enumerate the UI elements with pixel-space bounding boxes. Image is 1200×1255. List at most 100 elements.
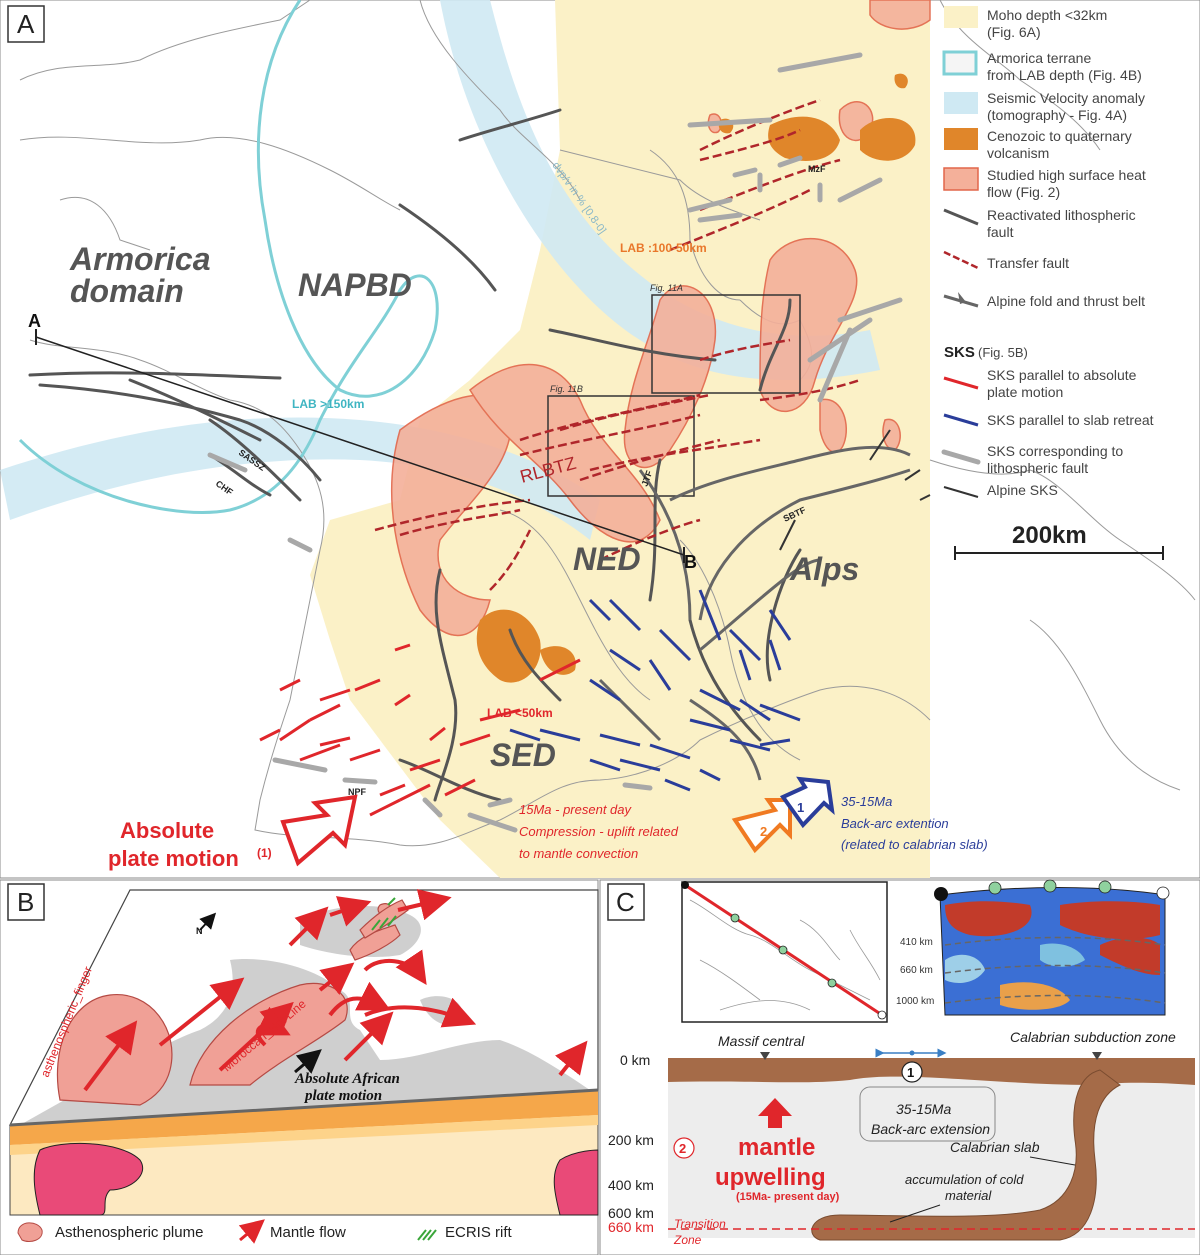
legend-flow: Mantle flow <box>270 1224 346 1241</box>
legend-heat-1: Studied high surface heat <box>987 167 1146 183</box>
backarc-label-1: 35-15Ma <box>896 1101 951 1117</box>
sks-slab-retreat <box>509 589 801 792</box>
legend-volcanism-1: Cenozoic to quaternary <box>987 128 1132 144</box>
backarc-box <box>859 1086 996 1142</box>
legend-ecris: ECRIS rift <box>445 1224 513 1241</box>
c-depth-660: 660 km <box>608 1219 654 1235</box>
section-b-label: B <box>684 552 697 572</box>
phase1-arrow <box>779 776 835 829</box>
legend-sks-abs-2: plate motion <box>987 384 1063 400</box>
african-motion-arrow <box>294 1049 322 1074</box>
legend-litho-2: fault <box>987 224 1014 240</box>
accum-label-1: accumulation of cold <box>905 1172 1024 1187</box>
plume-section-left <box>33 1143 143 1216</box>
transition-label-2: Zone <box>673 1233 702 1247</box>
legend-flow-icon <box>238 1219 265 1244</box>
mantle-flow-arrows <box>83 889 588 1092</box>
ecris-rift <box>371 897 397 931</box>
legend-plume-icon <box>17 1222 43 1243</box>
lithospheric-faults <box>28 108 802 802</box>
sks-lithospheric <box>207 52 903 833</box>
legend-sks-slab: SKS parallel to slab retreat <box>987 412 1154 428</box>
absolute-motion-ref: (1) <box>257 846 272 860</box>
absolute-motion-label-2: plate motion <box>108 846 239 871</box>
legend-heat-2: flow (Fig. 2) <box>987 184 1060 200</box>
fig11a-label: Fig. 11A <box>650 283 683 293</box>
slab-label: Calabrian slab <box>950 1139 1040 1155</box>
section-lithosphere <box>668 1058 1195 1085</box>
absolute-motion-arrow <box>280 794 358 867</box>
panel-a-letter: A <box>17 9 35 39</box>
sks-absolute <box>259 643 581 817</box>
backarc-label-2: Back-arc extension <box>871 1121 990 1137</box>
legend-sks-abs-1: SKS parallel to absolute <box>987 367 1137 383</box>
sed-label: SED <box>490 737 556 773</box>
panel-b: asthenospheric_finger Moroccan_Hot Line … <box>0 879 599 1255</box>
legend-litho-1: Reactivated lithospheric <box>987 207 1136 223</box>
legend-ecris-icon <box>417 1229 437 1241</box>
c-depth-600: 600 km <box>608 1205 654 1221</box>
c-depth-0: 0 km <box>620 1052 650 1068</box>
phase2-text-1: 15Ma - present day <box>519 802 633 817</box>
accum-label-2: material <box>945 1188 992 1203</box>
panel-a: A B Armorica domain NAPBD NED SED Alps L… <box>0 0 1200 879</box>
phase2-text-3: to mantle convection <box>519 846 638 861</box>
c-depth-200: 200 km <box>608 1132 654 1148</box>
tomo-depth-410: 410 km <box>900 937 933 948</box>
calabrian-zone-label: Calabrian subduction zone <box>1010 1029 1176 1045</box>
tomo-depth-1000: 1000 km <box>896 996 934 1007</box>
calabrian-slab <box>811 1069 1121 1241</box>
upwelling-time: (15Ma- present day) <box>736 1191 840 1203</box>
legend-seismic-2: (tomography - Fig. 4A) <box>987 107 1127 123</box>
massif-label: Massif central <box>718 1033 805 1049</box>
phase1-text-1: 35-15Ma <box>841 794 892 809</box>
c-num2: 2 <box>679 1141 686 1156</box>
legend-plume: Asthenospheric plume <box>55 1224 203 1241</box>
mantle-label: mantle <box>738 1134 815 1161</box>
legend-sks-alpine: Alpine SKS <box>987 482 1058 498</box>
phase1-text-3: (related to calabrian slab) <box>841 837 988 852</box>
lab-50-label: LAB <50km <box>487 706 553 720</box>
calabrian-marker <box>1092 1052 1102 1060</box>
legend-sks-head-ref: (Fig. 5B) <box>978 345 1028 360</box>
phase2-arrow <box>731 798 792 854</box>
legend: Moho depth <32km (Fig. 6A) Armorica terr… <box>941 6 1164 560</box>
lab-100-50-label: LAB :100-50km <box>620 241 707 255</box>
c-num1: 1 <box>907 1065 914 1080</box>
alps-label: Alps <box>789 551 859 587</box>
phase1-text-2: Back-arc extention <box>841 816 949 831</box>
section-a-label: A <box>28 311 41 331</box>
african-label-1: Absolute African <box>294 1071 400 1087</box>
legend-seismic-1: Seismic Velocity anomaly <box>987 90 1145 106</box>
armorica-domain-label: Armorica <box>69 241 211 277</box>
panel-c: 410 km 660 km 1000 km 1 0 km 200 km 400 … <box>599 879 1200 1255</box>
legend-armorica-1: Armorica terrane <box>987 50 1091 66</box>
upwelling-label: upwelling <box>715 1164 826 1191</box>
absolute-motion-label: Absolute <box>120 818 214 843</box>
phase2-text-2: Compression - uplift related <box>519 824 679 839</box>
legend-sks-head: SKS <box>944 344 975 361</box>
mzf-label: MzF <box>808 164 826 174</box>
cross-section-line <box>35 336 685 556</box>
legend-volcanism-2: volcanism <box>987 145 1049 161</box>
plume-section-right <box>553 1149 599 1216</box>
fig11a-box <box>651 294 801 394</box>
c-depth-400: 400 km <box>608 1177 654 1193</box>
legend-transfer: Transfer fault <box>987 255 1069 271</box>
legend-alpine-fold: Alpine fold and thrust belt <box>987 293 1145 309</box>
ned-label: NED <box>573 541 641 577</box>
sks-alpine <box>779 429 931 551</box>
massif-marker <box>760 1052 770 1060</box>
panel-b-letter: B <box>17 887 34 917</box>
heat-flow-areas <box>390 0 931 637</box>
tomo-depth-660: 660 km <box>900 965 933 976</box>
napbd-label: NAPBD <box>298 267 412 303</box>
legend-moho-1: Moho depth <32km <box>987 7 1107 23</box>
transition-label-1: Transition <box>674 1217 726 1231</box>
phase1-number: 1 <box>797 800 804 815</box>
legend-armorica-2: from LAB depth (Fig. 4B) <box>987 67 1142 83</box>
upwelling-arrow <box>758 1098 792 1128</box>
armorica-terrane-outline <box>18 0 439 514</box>
scale-label: 200km <box>1012 522 1087 549</box>
